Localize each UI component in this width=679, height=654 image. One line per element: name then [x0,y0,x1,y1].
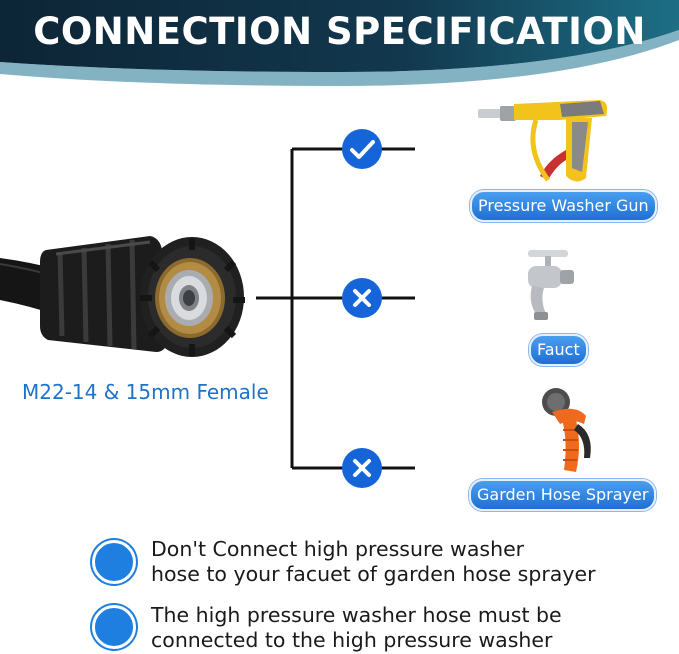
note-1: Don't Connect high pressure washer hose … [151,537,596,587]
connector-lines [256,147,415,470]
cross-icon [342,448,382,488]
header-band [0,0,679,86]
bullet-icon [92,540,136,584]
pressure-washer-gun-icon [478,100,608,182]
note-1-line-1: Don't Connect high pressure washer [151,537,525,561]
page-title: CONNECTION SPECIFICATION [33,10,646,53]
hose-fitting-icon [0,236,245,357]
hose-spec-label: M22-14 & 15mm Female [22,380,269,404]
option-label-faucet: Fauct [529,334,588,366]
bullet-icon [92,605,136,649]
note-2-line-1: The high pressure washer hose must be [151,603,562,627]
note-2-line-2: connected to the high pressure washer [151,628,553,652]
option-label-garden-hose-sprayer: Garden Hose Sprayer [469,479,657,511]
garden-hose-sprayer-icon [542,388,591,472]
cross-icon [342,278,382,318]
option-label-pressure-washer-gun: Pressure Washer Gun [470,190,657,222]
note-2: The high pressure washer hose must be co… [151,603,562,653]
check-icon [342,129,382,169]
note-1-line-2: hose to your facuet of garden hose spray… [151,562,596,586]
faucet-icon [528,250,574,320]
